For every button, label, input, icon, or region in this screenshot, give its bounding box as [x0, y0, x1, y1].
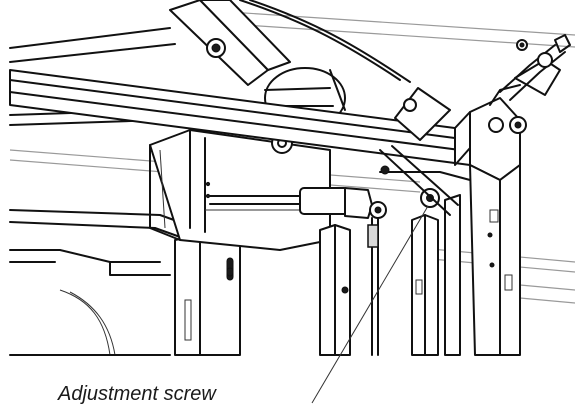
- upper-right-arm: [499, 34, 571, 101]
- callout-leader-line: [311, 205, 429, 404]
- right-post: [469, 164, 521, 356]
- right-bracket: [394, 59, 561, 181]
- vertical-bars: [319, 194, 461, 356]
- diagonal-arm: [169, 0, 411, 86]
- left-upright-plate: [174, 234, 241, 356]
- inclined-link: [379, 145, 459, 216]
- callout-label-adjustment-screw: Adjustment screw: [58, 383, 216, 405]
- main-cross-beam: [9, 69, 471, 166]
- adjustment-rod: [209, 165, 471, 356]
